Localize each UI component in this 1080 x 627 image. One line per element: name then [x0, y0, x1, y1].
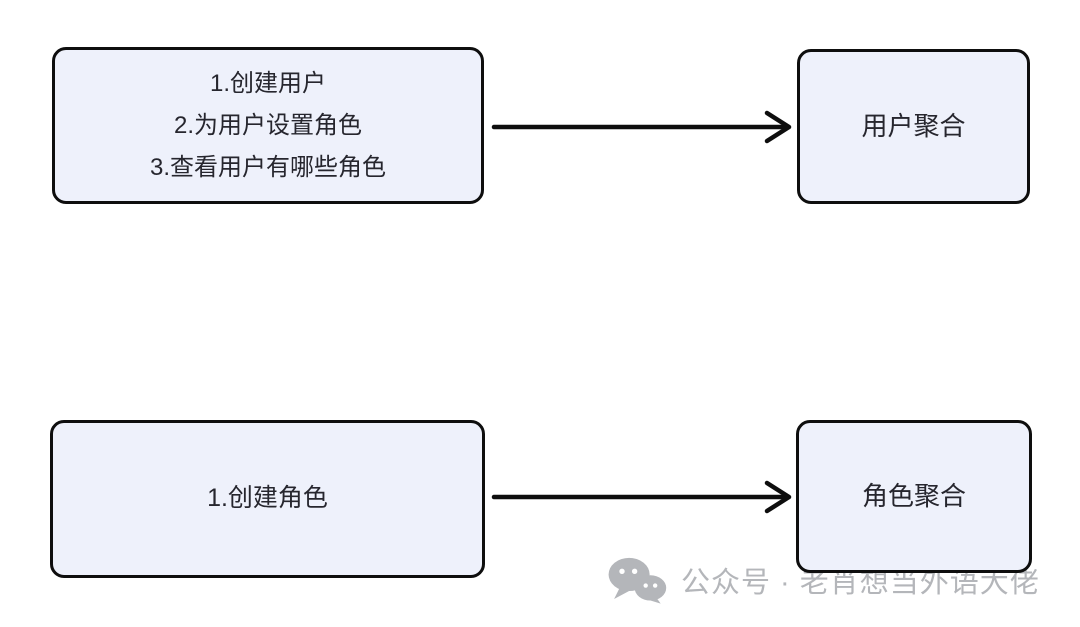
node-role-commands: 1.创建角色: [50, 420, 485, 578]
arrow-role-commands-to-role-aggregate: [491, 480, 792, 514]
arrow-user-commands-to-user-aggregate: [491, 110, 792, 144]
wechat-icon: [607, 556, 667, 604]
node-role-aggregate: 角色聚合: [796, 420, 1032, 573]
node-user-commands: 1.创建用户 2.为用户设置角色 3.查看用户有哪些角色: [52, 47, 484, 204]
node-user-aggregate: 用户聚合: [797, 49, 1030, 204]
